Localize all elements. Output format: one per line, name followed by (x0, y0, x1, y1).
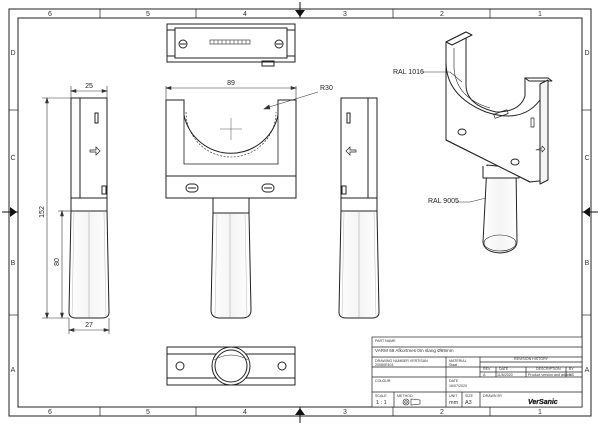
rev-col-description: DESCRIPTION (536, 367, 561, 371)
rev-col-by: BY (569, 367, 574, 371)
zone-row-left-b: B (11, 260, 16, 267)
rev-row-by: NS (569, 373, 575, 377)
size-value: A3 (465, 400, 472, 406)
dimension-152-label: 152 (39, 206, 46, 218)
drawn-by-label: DRAWN BY (483, 394, 503, 398)
zone-col-bottom-4: 4 (243, 409, 247, 416)
callout-leaders (422, 71, 487, 203)
zone-row-left-c: C (10, 155, 15, 162)
zone-row-right-b: B (585, 260, 590, 267)
dimension-80 (58, 209, 71, 320)
dimension-25-label: 25 (85, 83, 93, 90)
zone-col-bottom-3: 3 (343, 409, 347, 416)
company-logo: VerSanic (528, 399, 558, 406)
dimension-80-label: 80 (54, 258, 61, 266)
zone-row-left-a: A (11, 367, 16, 374)
rev-row-description: Product version and added (528, 373, 571, 377)
title-block (371, 336, 583, 408)
drawing-number-value: 20080E403 (375, 363, 393, 367)
zone-row-right-d: D (584, 50, 589, 57)
isometric-view (445, 31, 553, 254)
colour-label: COLOUR (375, 379, 391, 383)
date-value: 16/07/2020 (449, 384, 467, 388)
front-view (165, 99, 297, 319)
dimension-r30-label: R30 (320, 85, 333, 92)
unit-value: mm (449, 400, 459, 406)
dimension-152 (42, 96, 71, 320)
part-name-value: VARM 69 Afkortmes 0m slang Ø69mm (375, 348, 454, 353)
date-label: DATE (449, 379, 459, 383)
dimension-25 (69, 86, 109, 98)
zone-row-right-c: C (584, 155, 589, 162)
bottom-view (166, 346, 296, 386)
zone-col-bottom-2: 2 (440, 409, 444, 416)
zone-col-top-6: 6 (48, 11, 52, 18)
material-value: Staal (449, 363, 457, 367)
rev-row-rev: A (483, 373, 486, 377)
left-side-view (68, 97, 110, 319)
method-label: METHOD (397, 394, 413, 398)
zone-col-top-2: 2 (440, 11, 444, 18)
zone-col-bottom-6: 6 (48, 409, 52, 416)
front-centerlines (220, 118, 242, 140)
rev-col-rev: REV (483, 367, 491, 371)
right-side-view (338, 97, 380, 319)
zone-col-bottom-1: 1 (538, 409, 542, 416)
dimension-89-label: 89 (227, 80, 235, 87)
zone-col-bottom-5: 5 (146, 409, 150, 416)
top-view (166, 23, 296, 67)
part-name-label: PART NAME (375, 339, 396, 343)
scale-label: SCALE (375, 394, 387, 398)
material-label: MATERIAL (449, 359, 467, 363)
projection-method-icon (402, 398, 421, 406)
dimension-27-label: 27 (85, 322, 93, 329)
scale-value: 1 : 1 (376, 400, 387, 406)
drawing-number-label: DRAWING NUMBER VERTISAN (375, 359, 428, 363)
dimension-89 (164, 86, 298, 100)
size-label: SIZE (465, 394, 474, 398)
rev-col-date: DATE (499, 367, 509, 371)
zone-row-right-a: A (585, 367, 590, 374)
zone-ticks (9, 9, 591, 416)
unit-label: UNIT (449, 394, 458, 398)
dimension-r30 (263, 91, 319, 110)
zone-col-top-5: 5 (146, 11, 150, 18)
revision-header: REVISION HISTORY (514, 357, 549, 361)
zone-col-top-4: 4 (243, 11, 247, 18)
callout-ral-9005: RAL 9005 (428, 198, 459, 205)
zone-row-left-d: D (10, 50, 15, 57)
dimension-27 (67, 318, 111, 334)
callout-ral-1016: RAL 1016 (393, 69, 424, 76)
rev-row-date: 11/6/2020 (497, 373, 513, 377)
zone-col-top-1: 1 (538, 11, 542, 18)
zone-col-top-3: 3 (343, 11, 347, 18)
